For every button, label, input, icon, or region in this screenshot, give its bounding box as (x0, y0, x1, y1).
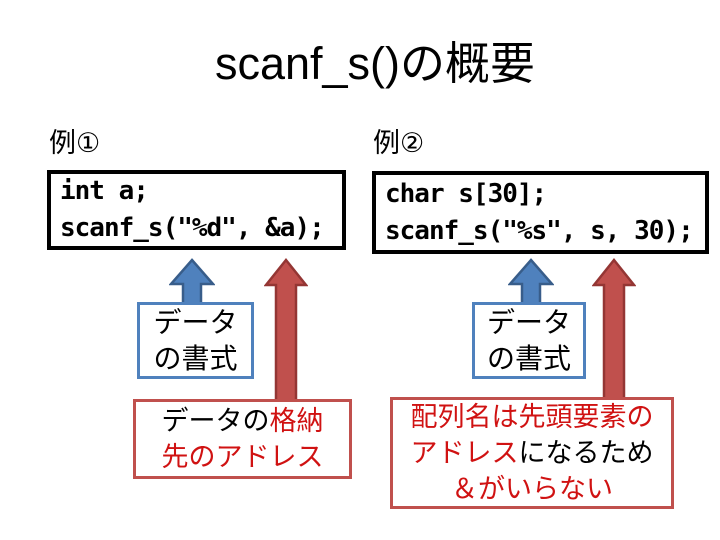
blue-up-arrow-icon (508, 258, 554, 306)
example1-code-line-1: int a; (60, 176, 149, 206)
address-note-line1: データの格納 (136, 403, 349, 439)
example2-label: 例② (373, 128, 425, 158)
example2-code-line-1: char s[30]; (385, 178, 547, 209)
array-note-line1: 配列名は先頭要素の (410, 402, 654, 432)
array-note-line2: アドレスになるため (393, 435, 671, 471)
example1-label: 例① (49, 128, 101, 158)
array-note-line3: ＆がいらない (451, 474, 613, 504)
format-label-line1: データ (153, 306, 238, 338)
address-note-line2: 先のアドレス (161, 442, 324, 472)
example1-code-box: int a; scanf_s("%d", &a); (47, 170, 346, 250)
example1-data-format-box: データ の書式 (137, 302, 254, 379)
example2-array-note-box: 配列名は先頭要素の アドレスになるため ＆がいらない (390, 397, 674, 509)
array-note-line2-red: アドレス (410, 438, 519, 468)
blue-up-arrow-icon (169, 258, 215, 306)
format-label-line2: の書式 (486, 342, 571, 374)
array-note-line2-black: になるため (518, 438, 654, 468)
example1-address-note-box: データの格納 先のアドレス (133, 399, 352, 479)
slide-title: scanf_s()の概要 (214, 38, 536, 89)
address-note-line1-red: 格納 (269, 406, 324, 436)
example2-code-box: char s[30]; scanf_s("%s", s, 30); (372, 171, 709, 254)
example2-data-format-box: データ の書式 (472, 302, 586, 379)
format-label-line1: データ (486, 306, 571, 338)
format-label-line2: の書式 (153, 342, 238, 374)
address-note-line1-black: データの (161, 406, 270, 436)
red-up-arrow-icon (264, 258, 308, 402)
example1-code-line-2: scanf_s("%d", &a); (60, 213, 325, 243)
red-up-arrow-icon (592, 258, 636, 400)
example2-code-line-2: scanf_s("%s", s, 30); (385, 215, 694, 246)
